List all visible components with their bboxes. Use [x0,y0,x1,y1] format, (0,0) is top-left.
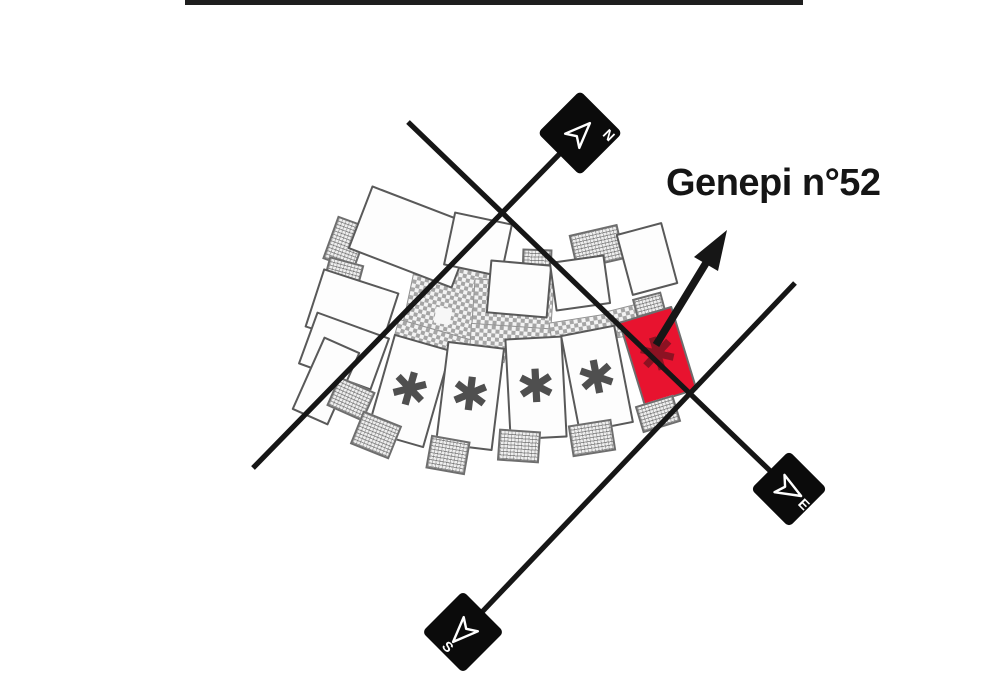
balcony-hatch [425,434,471,476]
unit-asterisk: ✱ [383,357,436,421]
balcony-hatch [496,428,542,464]
plan-unit [548,254,612,312]
plan-unit: ✱ [434,340,506,452]
plan-unit: ✱ [504,335,568,441]
highlighted-unit-title: Genepi n°52 [666,162,881,204]
plan-unit: ✱ [559,324,635,434]
unit-asterisk: ✱ [515,358,557,415]
highlighted-unit-52[interactable]: ✱ [618,305,698,407]
stairwell-inset [433,306,453,326]
unit-asterisk: ✱ [631,322,684,386]
plan-unit [615,221,679,297]
balcony-hatch [567,418,617,458]
compass-south-label: S [438,637,457,656]
scan-top-border [185,0,803,5]
compass-north-arrow-icon [563,121,592,150]
unit-asterisk: ✱ [572,347,621,408]
unit-asterisk: ✱ [447,365,493,424]
plan-unit [485,259,553,319]
